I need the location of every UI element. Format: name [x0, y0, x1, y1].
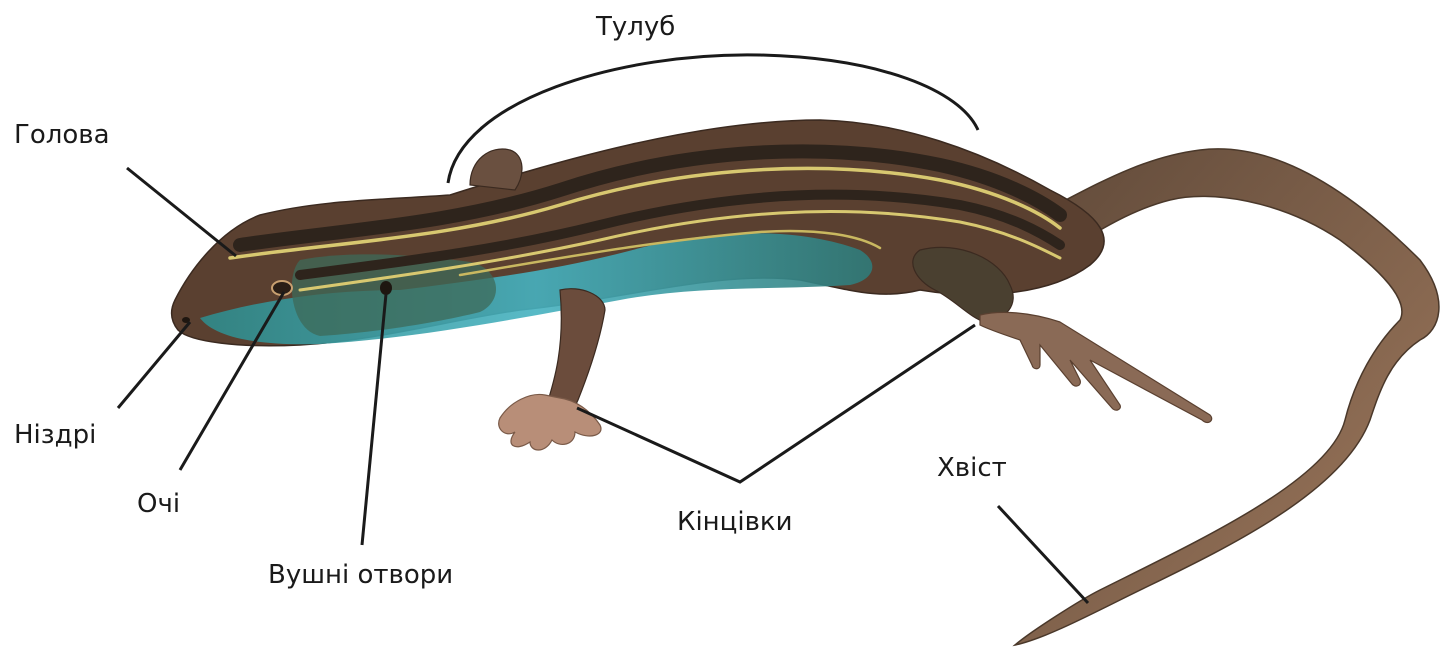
limbs-leader-line [577, 325, 975, 482]
lizard-front-foot [499, 394, 601, 450]
tail-leader-line [998, 506, 1088, 603]
label-ear-openings: Вушні отвори [268, 562, 453, 588]
label-nostrils: Ніздрі [14, 422, 96, 448]
head-leader-line [127, 168, 236, 256]
label-body: Тулуб [596, 14, 675, 40]
label-head: Голова [14, 122, 110, 148]
label-tail: Хвіст [937, 455, 1007, 481]
label-limbs: Кінцівки [677, 509, 793, 535]
lizard-rear-foot [980, 312, 1212, 422]
lizard-ear-opening [380, 281, 392, 295]
label-eyes: Очі [137, 491, 180, 517]
nostrils-leader-line [118, 322, 190, 408]
lizard-front-leg-back [470, 149, 522, 190]
